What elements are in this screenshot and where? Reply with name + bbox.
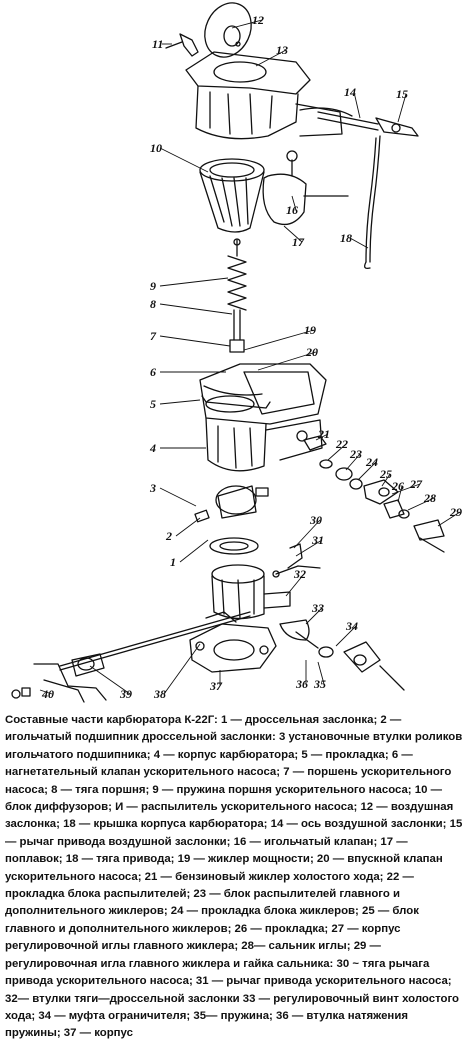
drive-rod xyxy=(364,135,381,270)
part-label-33: 33 xyxy=(311,601,324,615)
leader-line-14 xyxy=(353,91,361,119)
part-label-2: 2 xyxy=(165,529,172,543)
leader-line-30 xyxy=(293,519,321,549)
leader-line-34 xyxy=(335,625,357,647)
leader-line-15 xyxy=(397,93,407,123)
idle-screw-group xyxy=(279,619,405,691)
leader-line-16 xyxy=(291,195,297,211)
part-label-31: 31 xyxy=(311,533,324,547)
flange xyxy=(189,611,277,673)
leader-line-22 xyxy=(327,443,347,461)
part-label-9: 9 xyxy=(150,279,156,293)
diagram-caption: Составные части карбюратора К-22Г: 1 — д… xyxy=(5,714,463,1040)
part-label-39: 39 xyxy=(119,687,132,701)
part-label-4: 4 xyxy=(149,441,156,455)
mixing-chamber xyxy=(211,564,291,620)
leader-line-28 xyxy=(407,497,435,511)
piston-rod xyxy=(229,309,245,353)
part-label-3: 3 xyxy=(149,481,156,495)
part-label-7: 7 xyxy=(150,329,157,343)
part-label-32: 32 xyxy=(293,567,306,581)
part-label-12: 12 xyxy=(252,13,264,27)
leader-line-25 xyxy=(381,473,391,487)
part-label-11: 11 xyxy=(152,37,163,51)
carburetor-cover xyxy=(185,51,353,140)
leader-line-18 xyxy=(349,237,369,249)
carburetor-exploded-diagram: 1234567891011121314151617181920212223242… xyxy=(11,2,462,703)
part-label-23: 23 xyxy=(349,447,362,461)
lower-gasket xyxy=(209,537,259,555)
leader-line-19 xyxy=(243,329,315,351)
leader-line-2 xyxy=(175,517,201,537)
leader-line-1 xyxy=(179,539,209,563)
leader-line-27 xyxy=(391,483,421,495)
part-label-26: 26 xyxy=(391,479,404,493)
part-label-35: 35 xyxy=(313,677,326,691)
part-label-22: 22 xyxy=(335,437,348,451)
part-label-6: 6 xyxy=(150,365,156,379)
leader-line-21 xyxy=(315,433,329,441)
leader-line-39 xyxy=(89,665,131,695)
part-label-34: 34 xyxy=(345,619,358,633)
part-label-5: 5 xyxy=(150,397,156,411)
part-label-37: 37 xyxy=(209,679,223,693)
part-label-15: 15 xyxy=(396,87,408,101)
part-label-17: 17 xyxy=(292,235,305,249)
leader-line-5 xyxy=(159,399,201,405)
carburetor-body xyxy=(199,363,327,472)
leader-line-40 xyxy=(39,689,53,695)
part-label-19: 19 xyxy=(304,323,316,337)
part-label-8: 8 xyxy=(150,297,156,311)
part-label-27: 27 xyxy=(409,477,423,491)
leader-line-38 xyxy=(163,643,201,695)
leader-line-23 xyxy=(345,453,361,471)
part-label-36: 36 xyxy=(295,677,308,691)
part-label-28: 28 xyxy=(423,491,436,505)
sprayer-screw xyxy=(165,33,199,57)
throttle-damper xyxy=(194,485,269,523)
air-damper-disc xyxy=(204,2,252,58)
leader-line-8 xyxy=(159,303,233,315)
leader-line-13 xyxy=(255,49,287,67)
throttle-shaft xyxy=(11,611,251,703)
part-label-14: 14 xyxy=(344,85,356,99)
leader-line-29 xyxy=(437,511,461,527)
part-label-30: 30 xyxy=(309,513,322,527)
leader-line-32 xyxy=(285,573,305,597)
part-label-25: 25 xyxy=(379,467,392,481)
body-gasket xyxy=(201,395,271,409)
part-label-21: 21 xyxy=(317,427,330,441)
part-label-20: 20 xyxy=(305,345,318,359)
float xyxy=(262,150,349,226)
leader-line-17 xyxy=(283,225,303,243)
leader-line-12 xyxy=(231,19,263,29)
leader-line-26 xyxy=(397,485,403,503)
leader-line-10 xyxy=(159,147,209,173)
part-label-18: 18 xyxy=(340,231,352,245)
part-label-24: 24 xyxy=(365,455,378,469)
accelerator-lever xyxy=(272,543,321,578)
part-label-38: 38 xyxy=(153,687,166,701)
part-label-1: 1 xyxy=(170,555,176,569)
leader-line-33 xyxy=(305,607,323,625)
part-label-29: 29 xyxy=(449,505,462,519)
leader-line-31 xyxy=(295,539,323,557)
leader-line-7 xyxy=(159,335,231,347)
leader-line-3 xyxy=(159,487,197,507)
leader-line-9 xyxy=(159,277,229,287)
jet-assembly xyxy=(303,435,445,553)
part-label-10: 10 xyxy=(150,141,162,155)
part-label-40: 40 xyxy=(41,687,54,701)
accelerator-spring xyxy=(227,238,247,311)
air-damper-axle xyxy=(317,111,419,137)
diffuser-block xyxy=(199,158,265,233)
leader-line-20 xyxy=(257,351,317,371)
leader-line-35 xyxy=(317,661,325,685)
part-label-13: 13 xyxy=(276,43,288,57)
part-label-16: 16 xyxy=(286,203,298,217)
leader-line-24 xyxy=(357,461,377,481)
